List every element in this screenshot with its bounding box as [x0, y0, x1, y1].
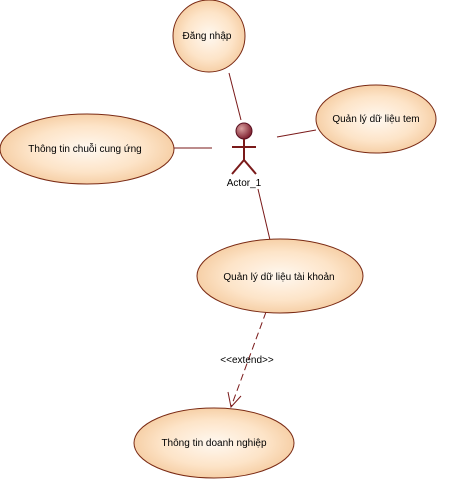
- use-case-account-data[interactable]: Quản lý dữ liệu tài khoản: [196, 238, 364, 314]
- use-case-supply-chain[interactable]: Thông tin chuỗi cung ứng: [0, 113, 175, 185]
- use-case-business-info[interactable]: Thông tin doanh nghiệp: [133, 407, 295, 479]
- use-case-login[interactable]: Đăng nhập: [172, 0, 246, 73]
- use-case-login-label: Đăng nhập: [183, 31, 232, 42]
- actor-name: Actor_1: [227, 178, 262, 189]
- extend-line: [230, 311, 267, 408]
- association-line-login: [228, 72, 242, 121]
- actor[interactable]: Actor_1: [227, 122, 262, 189]
- association-line-stamp-data: [276, 129, 317, 138]
- extend-label: <<extend>>: [220, 355, 274, 366]
- use-case-stamp-data-label: Quản lý dữ liệu tem: [332, 114, 419, 125]
- extend-arrowhead: [227, 391, 242, 409]
- association-line-account-data: [257, 188, 271, 241]
- use-case-account-data-label: Quản lý dữ liệu tài khoản: [223, 272, 334, 283]
- use-case-supply-chain-label: Thông tin chuỗi cung ứng: [28, 142, 141, 155]
- stick-figure-actor-icon: [231, 122, 257, 175]
- use-case-business-info-label: Thông tin doanh nghiệp: [161, 438, 267, 449]
- use-case-stamp-data[interactable]: Quản lý dữ liệu tem: [315, 84, 437, 154]
